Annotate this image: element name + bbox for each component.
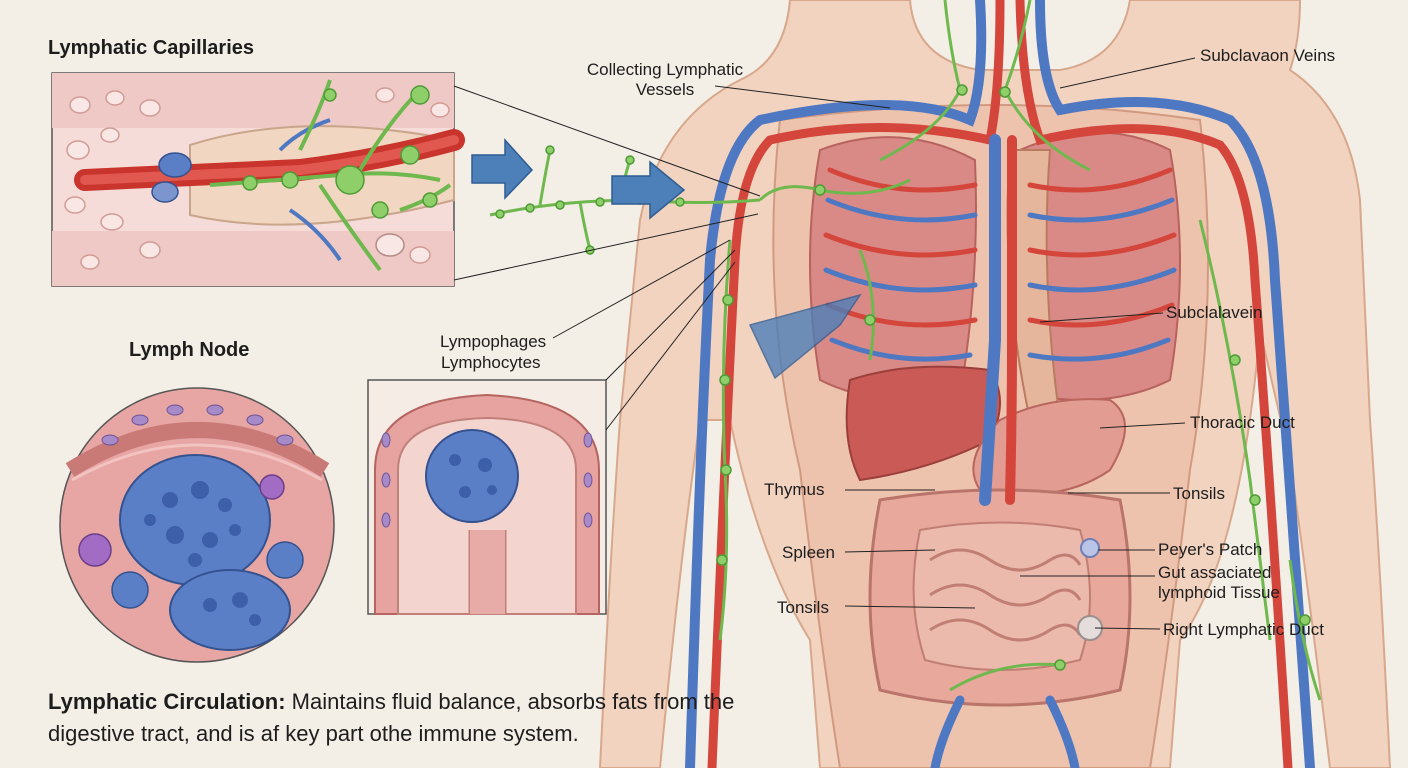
lymph-node-inset — [59, 387, 335, 663]
label-thoracic-duct: Thoracic Duct — [1190, 413, 1295, 432]
right-lung — [809, 136, 977, 401]
aorta — [1005, 135, 1017, 505]
flow-arrows — [471, 138, 862, 380]
label-thymus: Thymus — [764, 480, 825, 499]
capillary-connectors — [453, 85, 761, 281]
lymph-nodules — [716, 84, 1311, 671]
label-right-lymphatic-duct: Right Lymphatic Duct — [1163, 620, 1324, 639]
label-subclavian-veins: Subclavaon Veins — [1200, 46, 1336, 65]
lymph-node-title: Lymph Node — [129, 339, 250, 361]
peyers-patch-node — [1080, 538, 1100, 558]
subclavian-vein-left — [1035, 0, 1315, 768]
flow-arrow-3 — [748, 293, 862, 380]
label-tonsils-right: Tonsils — [1173, 484, 1225, 503]
vessel-lymphocyte — [425, 429, 519, 523]
subclavian-vein-right — [685, 0, 987, 768]
label-peyers-patch: Peyer's Patch — [1158, 540, 1263, 559]
vena-cava — [979, 134, 1001, 506]
label-collecting-vessels: Collecting Lymphatic Vessels — [586, 60, 744, 99]
artery-right — [707, 0, 1005, 768]
vessel-connectors — [552, 239, 736, 431]
blood-vessels — [685, 0, 1315, 768]
branch-nodules — [495, 145, 685, 255]
small-intestine — [912, 521, 1091, 671]
ribs — [823, 167, 1177, 362]
label-lymphocytes: Lymphocytes — [441, 353, 541, 372]
label-galt: Gut assaciated lymphoid Tissue — [1158, 563, 1280, 602]
flow-arrow-2 — [611, 160, 686, 220]
artery-left — [1015, 0, 1293, 768]
label-macrophages: Lympophages — [440, 332, 547, 351]
label-spleen: Spleen — [782, 543, 835, 562]
capillaries-title: Lymphatic Capillaries — [48, 37, 254, 59]
flow-arrow-1 — [471, 138, 534, 200]
label-subclavian-vein: Subclalavein — [1166, 303, 1263, 322]
label-tonsils-left: Tonsils — [777, 598, 829, 617]
caption-lead: Lymphatic Circulation: — [48, 689, 286, 714]
tissue-cells — [64, 87, 450, 270]
capillaries-inset — [51, 72, 465, 287]
vessel-inset — [367, 379, 607, 615]
caption: Lymphatic Circulation: Maintains fluid b… — [48, 686, 748, 750]
macrophage — [78, 533, 112, 567]
leader-lines — [714, 57, 1196, 630]
caption-body: Maintains fluid balance, absorbs fats fr… — [48, 689, 735, 746]
